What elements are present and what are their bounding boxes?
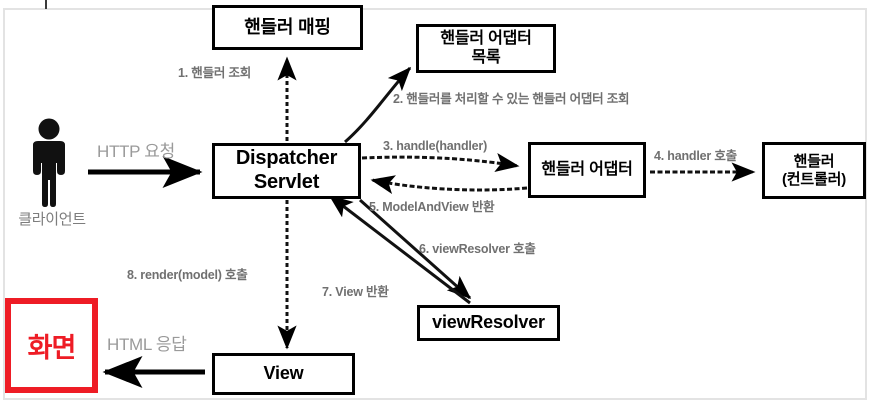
node-dispatcher-servlet-label-line1: Dispatcher	[235, 147, 338, 170]
node-handler-adapter-list-label-line2: 목록	[471, 48, 501, 66]
edge-label-step6: 6. viewResolver 호출	[419, 242, 536, 256]
node-handler-adapter-label: 핸들러 어댑터	[541, 160, 633, 178]
node-handler-adapter-list-label-line1: 핸들러 어댑터	[440, 29, 532, 47]
node-handler-controller[interactable]: 핸들러 (컨트롤러)	[762, 142, 866, 199]
edge-label-step2: 2. 핸들러를 처리할 수 있는 핸들러 어댑터 조회	[393, 92, 630, 106]
node-dispatcher-servlet-label-line2: Servlet	[253, 171, 320, 193]
edge-label-step7: 7. View 반환	[322, 285, 389, 299]
node-handler-controller-label-line1: 핸들러	[793, 152, 835, 170]
content-frame	[3, 8, 867, 400]
person-icon	[33, 118, 65, 207]
edge-label-http-response: HTML 응답	[107, 335, 187, 354]
edge-label-step5: 5. ModelAndView 반환	[369, 200, 495, 214]
node-handler-adapter[interactable]: 핸들러 어댑터	[528, 142, 646, 198]
node-handler-mapping-label: 핸들러 매핑	[244, 16, 331, 37]
node-handler-controller-label-line2: (컨트롤러)	[782, 170, 846, 188]
node-view-resolver[interactable]: viewResolver	[417, 305, 560, 341]
client-label: 클라이언트	[18, 211, 86, 228]
edge-label-step3: 3. handle(handler)	[383, 139, 488, 153]
node-view-resolver-label: viewResolver	[432, 312, 545, 333]
node-handler-adapter-list[interactable]: 핸들러 어댑터 목록	[416, 24, 556, 73]
node-view-label: View	[263, 363, 304, 384]
node-dispatcher-servlet[interactable]: Dispatcher Servlet	[212, 143, 361, 199]
edge-label-step1: 1. 핸들러 조회	[178, 66, 252, 80]
edge-label-step4: 4. handler 호출	[654, 149, 737, 163]
edge-label-step8: 8. render(model) 호출	[127, 268, 248, 282]
node-view[interactable]: View	[212, 353, 355, 395]
node-screen-label: 화면	[27, 333, 77, 363]
node-handler-mapping[interactable]: 핸들러 매핑	[212, 5, 363, 50]
edge-label-http-request: HTTP 요청	[97, 142, 175, 161]
node-screen[interactable]: 화면	[5, 298, 98, 393]
top-tick-mark	[45, 0, 47, 9]
